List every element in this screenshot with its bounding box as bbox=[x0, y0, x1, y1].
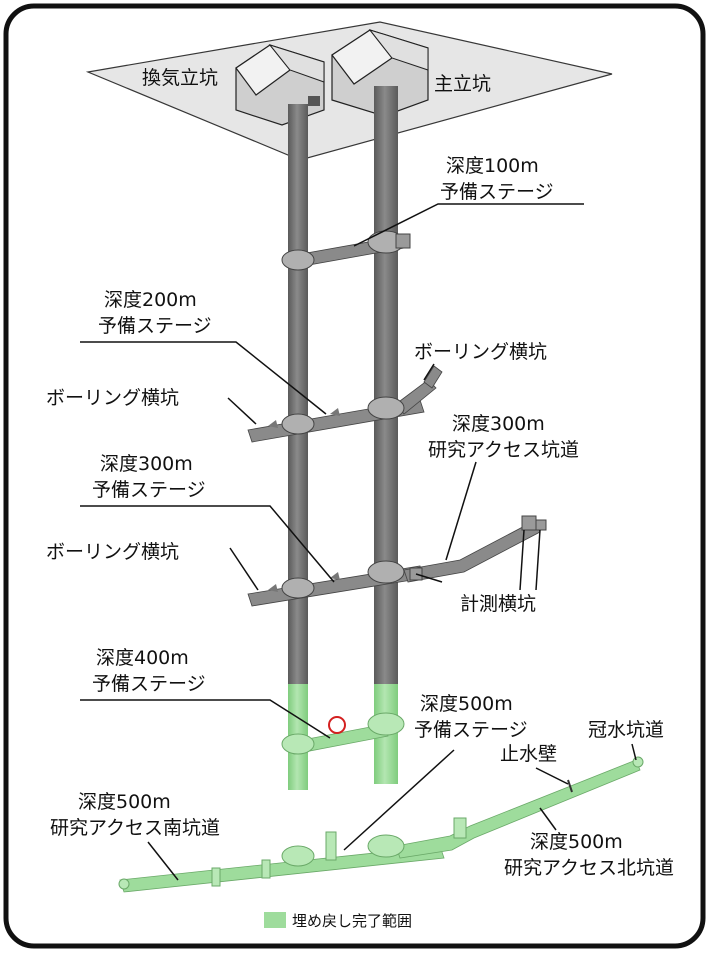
stage-400m bbox=[281, 712, 405, 755]
label-north-line1: 深度500m bbox=[530, 831, 623, 853]
legend-label: 埋め戻し完了範囲 bbox=[292, 912, 412, 930]
legend: 埋め戻し完了範囲 bbox=[264, 912, 412, 930]
main-shaft bbox=[374, 86, 398, 684]
label-stage300-line1: 深度300m bbox=[100, 453, 193, 475]
label-stage100-line2: 予備ステージ bbox=[440, 181, 554, 203]
label-stage400-line1: 深度400m bbox=[96, 647, 189, 669]
label-stage500-line2: 予備ステージ bbox=[414, 719, 528, 741]
label-water-wall: 止水壁 bbox=[500, 743, 557, 765]
label-stage500-line1: 深度500m bbox=[420, 693, 513, 715]
label-boring-left-lower: ボーリング横坑 bbox=[46, 541, 179, 563]
label-stage100-line1: 深度100m bbox=[446, 155, 539, 177]
label-measure: 計測横坑 bbox=[460, 593, 536, 615]
label-south-line1: 深度500m bbox=[78, 791, 171, 813]
vent-shaft bbox=[288, 104, 308, 684]
label-boring-left-upper: ボーリング横坑 bbox=[46, 387, 179, 409]
label-north-line2: 研究アクセス北坑道 bbox=[504, 857, 674, 879]
label-stage200-line2: 予備ステージ bbox=[98, 315, 212, 337]
legend-swatch bbox=[264, 912, 286, 928]
stage-300m bbox=[247, 515, 547, 607]
leader-lines bbox=[80, 203, 637, 881]
label-gallery300-line2: 研究アクセス坑道 bbox=[428, 439, 579, 461]
label-south-line2: 研究アクセス南坑道 bbox=[50, 817, 220, 839]
level-500m bbox=[118, 756, 644, 893]
label-flooded: 冠水坑道 bbox=[588, 719, 664, 741]
figure-frame bbox=[3, 3, 706, 949]
stage-200m bbox=[247, 365, 443, 443]
label-stage400-line2: 予備ステージ bbox=[92, 673, 206, 695]
label-boring-right: ボーリング横坑 bbox=[414, 341, 547, 363]
label-stage200-line1: 深度200m bbox=[104, 289, 197, 311]
label-vent-shaft: 換気立坑 bbox=[142, 67, 218, 89]
label-stage300-line2: 予備ステージ bbox=[92, 479, 206, 501]
stage-100m bbox=[281, 230, 411, 271]
label-gallery300-line1: 深度300m bbox=[452, 413, 545, 435]
main-building-icon bbox=[331, 29, 429, 117]
marker-circle bbox=[328, 716, 346, 734]
label-main-shaft: 主立坑 bbox=[434, 73, 491, 95]
